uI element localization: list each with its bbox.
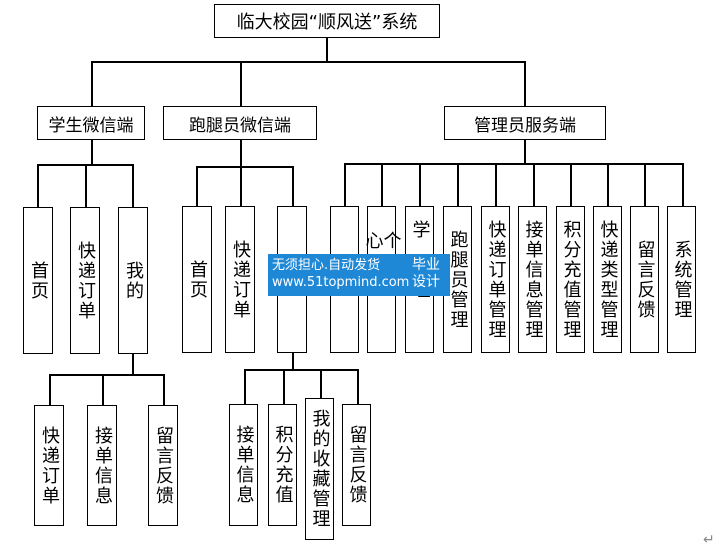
watermark-line-2: www.51topmind.com <box>272 275 410 290</box>
connector <box>49 374 51 405</box>
watermark-line-1: 无须担心.自动发货 <box>272 258 381 273</box>
connector <box>49 374 164 376</box>
student-mine-accept: 接单信息 <box>87 405 117 526</box>
connector <box>163 374 165 405</box>
connector <box>196 166 293 168</box>
connector <box>240 61 242 106</box>
watermark-tag-1: 毕业 <box>412 257 440 273</box>
root-label: 临大校园“顺风送”系统 <box>236 12 418 33</box>
watermark-banner: 无须担心.自动发货 www.51topmind.com 毕业 设计 <box>268 254 450 296</box>
admin-item-order-label: 快递订单管理 <box>485 219 507 340</box>
connector <box>607 163 609 206</box>
watermark-tag: 毕业 设计 <box>406 257 446 291</box>
connector <box>132 164 134 207</box>
admin-item-runner-label: 跑腿员管理 <box>447 229 469 330</box>
admin-item-order: 快递订单管理 <box>481 206 510 353</box>
connector <box>91 61 525 63</box>
student-mine-order: 快递订单 <box>34 405 64 526</box>
connector <box>524 61 526 106</box>
connector <box>419 163 421 206</box>
return-mark-icon: ↵ <box>703 532 715 548</box>
student-home: 首页 <box>23 207 53 354</box>
runner-order-label: 快递订单 <box>230 239 251 320</box>
connector <box>132 354 134 374</box>
connector <box>91 61 93 106</box>
runner-mine-feedback-label: 留言反馈 <box>346 425 368 505</box>
admin-item-points: 积分充值管理 <box>556 206 585 353</box>
connector <box>326 38 328 61</box>
connector <box>381 163 383 206</box>
runner-mine-points: 积分充值 <box>268 404 297 526</box>
connector <box>240 140 242 166</box>
runner-mine-accept-label: 接单信息 <box>233 425 255 505</box>
student-mine-feedback: 留言反馈 <box>148 405 178 526</box>
root-node: 临大校园“顺风送”系统 <box>214 4 440 38</box>
connector <box>37 164 39 207</box>
admin-item-feedback-label: 留言反馈 <box>634 239 656 320</box>
connector <box>570 163 572 206</box>
branch-runner-label: 跑腿员微信端 <box>189 115 291 136</box>
connector <box>357 369 359 404</box>
student-order: 快递订单 <box>70 207 100 354</box>
connector <box>283 369 285 404</box>
admin-item-accept: 接单信息管理 <box>518 206 547 353</box>
connector <box>244 369 358 371</box>
connector <box>344 163 683 165</box>
student-home-label: 首页 <box>28 260 49 301</box>
connector <box>292 353 294 369</box>
connector <box>240 166 242 206</box>
branch-admin-label: 管理员服务端 <box>474 115 576 136</box>
admin-item-points-label: 积分充值管理 <box>560 219 582 340</box>
branch-admin: 管理员服务端 <box>444 106 606 140</box>
branch-student-label: 学生微信端 <box>48 115 134 136</box>
runner-mine-points-label: 积分充值 <box>272 425 294 505</box>
connector <box>292 166 294 206</box>
runner-home: 首页 <box>182 206 212 353</box>
connector <box>196 166 198 206</box>
runner-mine-accept: 接单信息 <box>229 404 258 526</box>
connector <box>320 369 322 404</box>
connector <box>533 163 535 206</box>
connector <box>457 163 459 206</box>
admin-item-feedback: 留言反馈 <box>630 206 659 353</box>
runner-mine-feedback: 留言反馈 <box>342 404 371 526</box>
connector <box>682 163 684 206</box>
connector <box>85 164 87 207</box>
watermark-text: 无须担心.自动发货 www.51topmind.com <box>272 257 410 291</box>
admin-item-system-label: 系统管理 <box>671 239 693 320</box>
runner-order: 快递订单 <box>225 206 255 353</box>
branch-runner: 跑腿员微信端 <box>163 106 317 140</box>
runner-mine-favorites: 我的收藏管理 <box>305 398 334 540</box>
admin-item-accept-label: 接单信息管理 <box>522 219 544 340</box>
connector <box>102 374 104 405</box>
connector <box>91 140 93 164</box>
admin-item-type: 快递类型管理 <box>593 206 622 353</box>
connector <box>644 163 646 206</box>
runner-mine-favorites-label: 我的收藏管理 <box>309 409 331 529</box>
runner-home-label: 首页 <box>187 259 208 300</box>
admin-item-system: 系统管理 <box>667 206 696 353</box>
student-mine-order-label: 快递订单 <box>39 425 60 506</box>
student-order-label: 快递订单 <box>75 240 96 321</box>
connector <box>344 163 346 206</box>
watermark-tag-2: 设计 <box>412 274 440 290</box>
student-mine-feedback-label: 留言反馈 <box>153 425 174 506</box>
branch-student: 学生微信端 <box>37 106 145 140</box>
student-mine-label: 我的 <box>123 260 144 301</box>
connector <box>524 140 526 163</box>
connector <box>495 163 497 206</box>
admin-item-type-label: 快递类型管理 <box>597 219 619 340</box>
student-mine: 我的 <box>118 207 148 354</box>
student-mine-accept-label: 接单信息 <box>92 425 113 506</box>
connector <box>244 369 246 404</box>
